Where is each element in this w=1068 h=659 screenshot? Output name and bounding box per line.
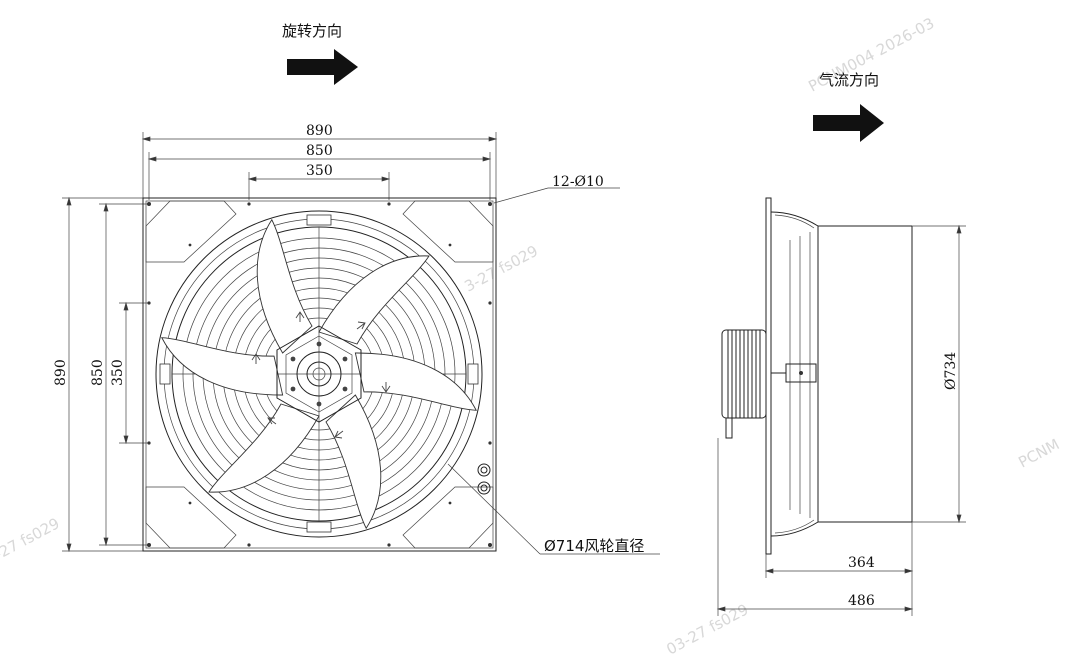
watermark-right-edge: PCNM: [1015, 435, 1062, 471]
watermark-center: 3-27 fs029: [461, 242, 541, 296]
watermark-layer: PCNM004 2026-03 PCNM 3-27 fs029 -27 fs02…: [0, 14, 1062, 659]
front-left-dimensions: [62, 196, 149, 553]
holes-leader: [493, 187, 620, 204]
rotation-arrow-icon: [287, 49, 358, 85]
airflow-direction-indicator: 气流方向: [813, 71, 884, 142]
front-top-dimensions: [141, 132, 498, 200]
impeller-diameter-callout: Ø714风轮直径: [544, 537, 644, 555]
side-view: Ø734 364 486: [716, 197, 966, 616]
dim-front-height-holes: 850: [90, 359, 106, 386]
mounting-plate: [142, 197, 497, 552]
dim-front-height-outer: 890: [53, 359, 69, 386]
front-view: 890 850 350 890 850 350: [53, 123, 660, 555]
airflow-direction-label: 气流方向: [819, 71, 879, 89]
rotation-direction-indicator: 旋转方向: [282, 22, 358, 85]
motor-hub: [251, 311, 391, 439]
airflow-arrow-icon: [813, 104, 884, 142]
side-motor: [721, 329, 767, 439]
rotation-direction-label: 旋转方向: [282, 22, 342, 40]
holes-callout: 12-Ø10: [552, 174, 604, 190]
dim-front-height-inner: 350: [110, 359, 126, 386]
dim-side-diameter: Ø734: [943, 352, 959, 390]
impeller-leader: [447, 463, 660, 555]
dim-front-width-outer: 890: [306, 123, 333, 139]
watermark-left: -27 fs029: [0, 514, 63, 563]
impeller-blades: [161, 218, 477, 530]
dim-front-width-inner: 350: [306, 163, 333, 179]
dim-side-depth-guard: 364: [848, 555, 875, 571]
dim-front-width-holes: 850: [306, 143, 333, 159]
dim-side-depth-total: 486: [848, 593, 875, 609]
